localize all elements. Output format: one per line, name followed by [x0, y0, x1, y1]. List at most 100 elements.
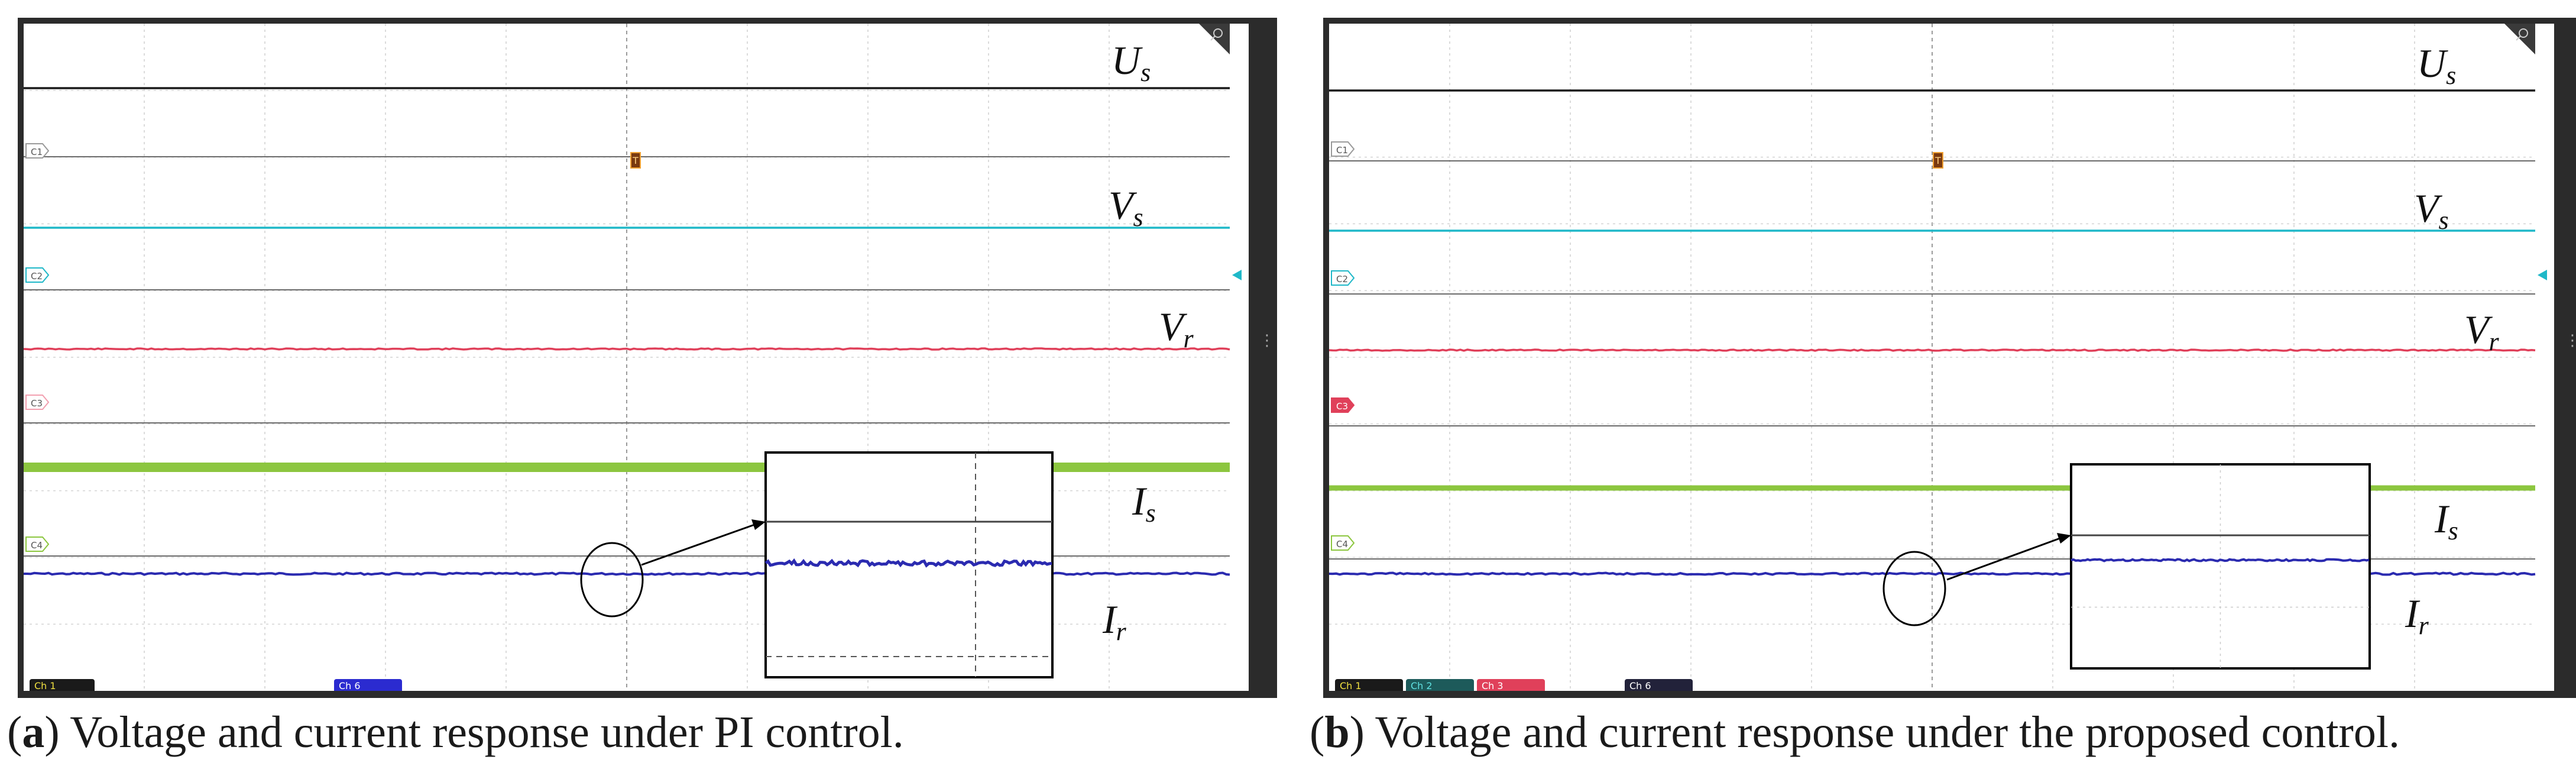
signal-label-subscript: s: [2448, 516, 2458, 545]
figure-caption-b: (b) Voltage and current response under t…: [1310, 707, 2400, 757]
channel-marker-2: C2: [1331, 270, 1355, 286]
signal-label: Ir: [1102, 597, 1127, 646]
waveform-vr: [1329, 348, 2536, 352]
signal-label-subscript: s: [1133, 203, 1143, 232]
trigger-marker: T: [1933, 152, 1943, 169]
channel-marker-label: C4: [31, 540, 43, 551]
channel-marker-shape: [1331, 270, 1355, 286]
zoom-arrow-line: [641, 523, 757, 566]
trigger-marker-box: [630, 152, 641, 169]
channel-marker-3: C3: [1331, 397, 1355, 413]
signal-label-subscript: r: [2419, 611, 2429, 640]
signal-label-base: I: [1132, 479, 1148, 523]
signal-label-base: I: [2405, 591, 2421, 636]
caption-letter: a: [22, 707, 45, 757]
channel-marker-shape: [25, 267, 50, 283]
signal-label-base: U: [1112, 38, 1143, 83]
drag-handle-icon[interactable]: ⋮: [1259, 332, 1275, 350]
channel-badge-label: Ch 1: [34, 680, 56, 691]
channel-marker-label: C2: [1336, 274, 1348, 285]
channel-badge-bg: [1625, 679, 1693, 691]
channel-badge[interactable]: Ch 6: [1625, 679, 1693, 691]
corner-tab: [2504, 24, 2535, 54]
channel-arrow-icon: [1232, 270, 1242, 280]
magnifier-handle: [1210, 35, 1216, 41]
zoom-inset: [2070, 463, 2371, 670]
zoom-circle: [580, 542, 644, 618]
channel-marker-4: C4: [25, 536, 50, 552]
channel-marker-4: C4: [1331, 535, 1355, 551]
signal-label: Us: [2417, 41, 2456, 90]
channel-arrow-icon: [2538, 270, 2547, 280]
zoom-arrow-head: [2057, 533, 2071, 544]
signal-label: Ir: [2405, 591, 2429, 640]
signal-label-subscript: r: [1184, 324, 1194, 353]
channel-badge-label: Ch 3: [1482, 680, 1504, 691]
channel-badge[interactable]: Ch 6: [334, 679, 402, 691]
grid: [1329, 24, 2535, 691]
channel-marker-3: C3: [25, 395, 50, 410]
channel-badge[interactable]: Ch 2: [1406, 679, 1474, 691]
zoom-arrow-line: [1946, 536, 2062, 581]
caption-letter: b: [1324, 707, 1350, 757]
channel-marker-1: C1: [1331, 141, 1355, 157]
caption-text: Voltage and current response under PI co…: [70, 707, 904, 757]
trigger-marker-label: T: [632, 155, 639, 166]
signal-label: Vs: [2414, 186, 2449, 235]
channel-marker-shape: [1331, 141, 1355, 157]
signal-label-base: I: [1102, 597, 1118, 642]
trigger-marker-label: T: [1935, 155, 1941, 166]
signal-label-subscript: s: [1140, 58, 1151, 87]
scope-sidebar-a[interactable]: ⋮: [1249, 18, 1277, 698]
signal-label-subscript: s: [1146, 499, 1156, 528]
signal-label-subscript: s: [2446, 61, 2456, 90]
channel-marker-shape: [1331, 535, 1355, 551]
channel-marker-shape: [25, 143, 50, 159]
zoom-inset: [764, 451, 1054, 678]
channel-marker-1: C1: [25, 143, 50, 159]
trigger-marker-box: [1933, 152, 1943, 169]
channel-marker-label: C1: [31, 147, 43, 157]
magnifier-handle: [2516, 35, 2521, 41]
channel-marker-shape: [25, 395, 50, 410]
channel-marker-label: C4: [1336, 539, 1348, 549]
channel-badge[interactable]: Ch 1: [1335, 679, 1403, 691]
signal-label: Is: [1132, 479, 1156, 528]
signal-label-base: V: [2414, 186, 2443, 231]
signal-label: Vr: [1159, 304, 1194, 353]
scope-sidebar-b[interactable]: ⋮: [2554, 18, 2576, 698]
signal-label-base: I: [2434, 496, 2450, 541]
signal-label-base: U: [2417, 41, 2448, 86]
channel-badge-label: Ch 6: [339, 680, 361, 691]
signal-label-base: V: [2464, 307, 2493, 352]
channel-badge[interactable]: Ch 3: [1477, 679, 1545, 691]
channel-badge-label: Ch 2: [1411, 680, 1433, 691]
channel-badge-label: Ch 1: [1340, 680, 1362, 691]
signal-label: Us: [1112, 38, 1151, 87]
zoom-inset-ir-trace: [764, 558, 1052, 568]
channel-marker-label: C2: [31, 271, 43, 282]
channel-badge-bg: [1477, 679, 1545, 691]
signal-label-subscript: r: [2489, 327, 2500, 356]
channel-badge-bg: [30, 679, 95, 691]
channel-marker-label: C3: [1336, 401, 1348, 412]
trigger-marker: T: [630, 152, 641, 169]
signal-label-base: V: [1109, 183, 1138, 228]
corner-tab: [1199, 24, 1230, 54]
channel-badge-label: Ch 6: [1629, 680, 1651, 691]
channel-badge[interactable]: Ch 1: [30, 679, 95, 691]
magnifier-icon: [2519, 28, 2528, 38]
channel-marker-label: C1: [1336, 145, 1348, 156]
waveform-vr: [24, 347, 1230, 351]
signal-label-subscript: r: [1116, 617, 1127, 646]
zoom-arrow-head: [751, 519, 766, 530]
figure-caption-a: (a) Voltage and current response under P…: [7, 707, 904, 757]
channel-marker-shape: [25, 536, 50, 552]
drag-handle-icon[interactable]: ⋮: [2565, 332, 2576, 350]
